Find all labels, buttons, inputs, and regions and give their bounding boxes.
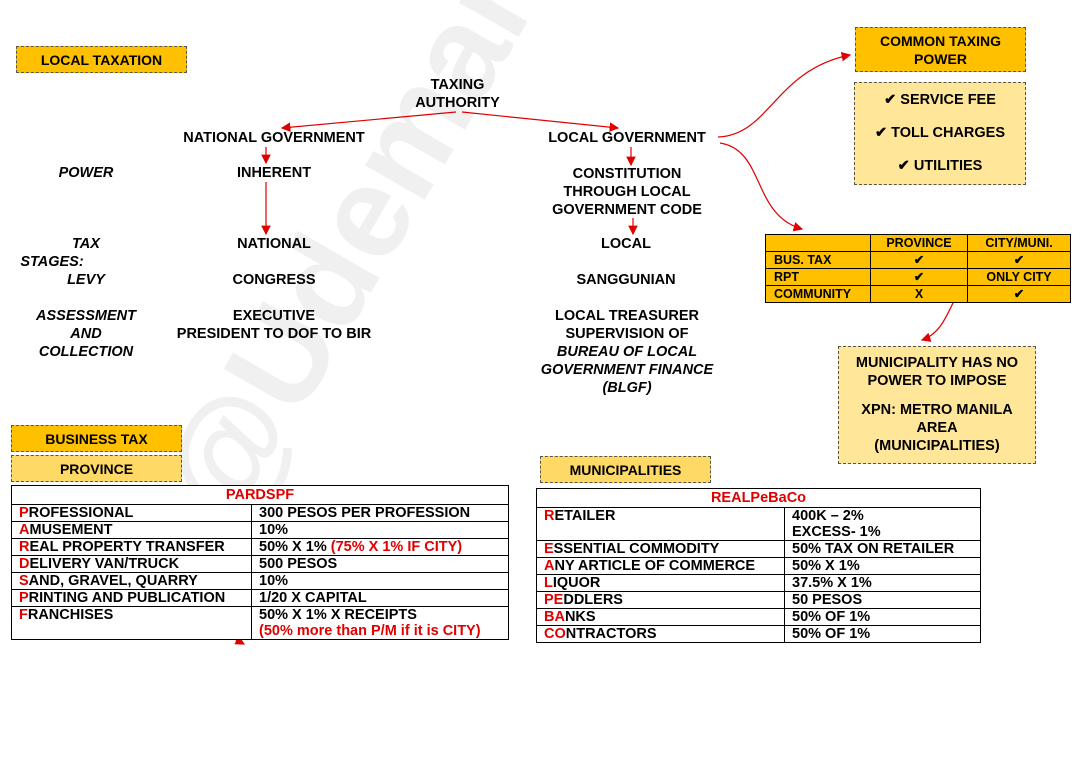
table-cell-value: 400K – 2%EXCESS- 1% (784, 507, 981, 541)
table-row: BANKS 50% OF 1% (536, 608, 981, 626)
grid-cell: ✔ (870, 251, 968, 269)
grid-header-row: PROVINCE CITY/MUNI. (765, 234, 1071, 252)
municipality-note-box: MUNICIPALITY HAS NO POWER TO IMPOSE XPN:… (838, 346, 1036, 464)
municipality-note-line1: MUNICIPALITY HAS NO POWER TO IMPOSE (855, 355, 1019, 389)
local-taxation-title: LOCAL TAXATION (16, 46, 187, 73)
province-label: PROVINCE (11, 455, 182, 482)
business-tax-title: BUSINESS TAX (11, 425, 182, 452)
grid-row-label: BUS. TAX (765, 251, 871, 269)
table-row: ESSENTIAL COMMODITY 50% TAX ON RETAILER (536, 540, 981, 558)
grid-cell: ONLY CITY (967, 268, 1071, 286)
table-cell-value: 10% (251, 521, 509, 539)
table-cell-label: PROFESSIONAL (11, 504, 252, 522)
row-label-levy: LEVY (67, 272, 105, 288)
local-assessment-line-1: LOCAL TREASURER (555, 308, 699, 324)
table-row: ANY ARTICLE OF COMMERCE 50% X 1% (536, 557, 981, 575)
row-label-tax: TAX (72, 236, 100, 252)
province-table-header: PARDSPF (11, 485, 509, 505)
table-cell-label: RETAILER (536, 507, 785, 541)
table-cell-value: 50% X 1% (75% X 1% IF CITY) (251, 538, 509, 556)
table-cell-value: 37.5% X 1% (784, 574, 981, 592)
table-cell-label: AMUSEMENT (11, 521, 252, 539)
row-label-stages: STAGES: (20, 254, 84, 270)
grid-cell: ✔ (870, 268, 968, 286)
national-power: INHERENT (236, 165, 312, 181)
table-cell-label: PEDDLERS (536, 591, 785, 609)
grid-row: BUS. TAX ✔ ✔ (765, 251, 1071, 269)
table-cell-value: 10% (251, 572, 509, 590)
national-levy: CONGRESS (232, 272, 316, 288)
table-row: RETAILER 400K – 2%EXCESS- 1% (536, 507, 981, 541)
table-row: LIQUOR 37.5% X 1% (536, 574, 981, 592)
taxing-authority-label: TAXING AUTHORITY (415, 77, 500, 111)
table-row: CONTRACTORS 50% OF 1% (536, 625, 981, 643)
national-assessment: EXECUTIVE PRESIDENT TO DOF TO BIR (176, 308, 372, 342)
table-cell-value: 300 PESOS PER PROFESSION (251, 504, 509, 522)
table-row: DELIVERY VAN/TRUCK 500 PESOS (11, 555, 509, 573)
table-cell-value: 50 PESOS (784, 591, 981, 609)
grid-row: COMMUNITY X ✔ (765, 285, 1071, 303)
local-levy: SANGGUNIAN (576, 272, 676, 288)
national-stage: NATIONAL (237, 236, 311, 252)
grid-row-label: COMMUNITY (765, 285, 871, 303)
table-row: PEDDLERS 50 PESOS (536, 591, 981, 609)
taxing-power-grid: PROVINCE CITY/MUNI. BUS. TAX ✔ ✔ RPT ✔ O… (765, 234, 1071, 303)
arrow-local-grid (719, 142, 804, 232)
common-item-service-fee: ✔ SERVICE FEE (884, 92, 996, 108)
local-stage: LOCAL (601, 236, 651, 252)
table-cell-value: 50% OF 1% (784, 608, 981, 626)
table-cell-value: 500 PESOS (251, 555, 509, 573)
table-cell-label: FRANCHISES (11, 606, 252, 640)
table-cell-label: ESSENTIAL COMMODITY (536, 540, 785, 558)
local-power: CONSTITUTION THROUGH LOCAL GOVERNMENT CO… (552, 166, 702, 218)
common-taxing-items-box: ✔ SERVICE FEE ✔ TOLL CHARGES ✔ UTILITIES (854, 82, 1026, 185)
table-cell-label: BANKS (536, 608, 785, 626)
table-cell-value: 50% OF 1% (784, 625, 981, 643)
table-cell-label: SAND, GRAVEL, QUARRY (11, 572, 252, 590)
grid-header-city: CITY/MUNI. (967, 234, 1071, 252)
table-row: PRINTING AND PUBLICATION 1/20 X CAPITAL (11, 589, 509, 607)
local-government-heading: LOCAL GOVERNMENT (548, 130, 706, 146)
grid-cell: ✔ (967, 285, 1071, 303)
table-row: AMUSEMENT 10% (11, 521, 509, 539)
table-cell-value: 50% TAX ON RETAILER (784, 540, 981, 558)
arrow-authority-national (280, 111, 457, 133)
row-label-assessment: ASSESSMENT AND COLLECTION (36, 308, 136, 360)
table-row: SAND, GRAVEL, QUARRY 10% (11, 572, 509, 590)
grid-header-blank (765, 234, 871, 252)
arrow-local-common (717, 51, 852, 138)
table-cell-label: ANY ARTICLE OF COMMERCE (536, 557, 785, 575)
table-cell-label: CONTRACTORS (536, 625, 785, 643)
table-row: FRANCHISES 50% X 1% X RECEIPTS(50% more … (11, 606, 509, 640)
common-item-utilities: ✔ UTILITIES (897, 158, 983, 174)
grid-row: RPT ✔ ONLY CITY (765, 268, 1071, 286)
municipalities-label: MUNICIPALITIES (540, 456, 711, 483)
grid-cell: X (870, 285, 968, 303)
grid-header-province: PROVINCE (870, 234, 968, 252)
table-cell-label: REAL PROPERTY TRANSFER (11, 538, 252, 556)
table-cell-value: 1/20 X CAPITAL (251, 589, 509, 607)
table-cell-label: PRINTING AND PUBLICATION (11, 589, 252, 607)
table-cell-label: DELIVERY VAN/TRUCK (11, 555, 252, 573)
national-government-heading: NATIONAL GOVERNMENT (183, 130, 365, 146)
grid-row-label: RPT (765, 268, 871, 286)
local-assessment-blgf: BUREAU OF LOCAL GOVERNMENT FINANCE (BLGF… (540, 344, 714, 396)
arrow-authority-local (461, 111, 620, 132)
municipal-tax-table: REALPeBaCo RETAILER 400K – 2%EXCESS- 1% … (536, 488, 981, 643)
table-cell-value: 50% X 1% X RECEIPTS(50% more than P/M if… (251, 606, 509, 640)
local-assessment-line-2: SUPERVISION OF (565, 326, 689, 342)
table-row: REAL PROPERTY TRANSFER 50% X 1% (75% X 1… (11, 538, 509, 556)
table-cell-value: 50% X 1% (784, 557, 981, 575)
table-row: PROFESSIONAL 300 PESOS PER PROFESSION (11, 504, 509, 522)
common-taxing-power-title: COMMON TAXING POWER (855, 27, 1026, 72)
grid-cell: ✔ (967, 251, 1071, 269)
municipal-table-header: REALPeBaCo (536, 488, 981, 508)
province-tax-table: PARDSPF PROFESSIONAL 300 PESOS PER PROFE… (11, 485, 509, 640)
table-cell-label: LIQUOR (536, 574, 785, 592)
common-item-toll-charges: ✔ TOLL CHARGES (874, 125, 1006, 141)
row-label-power: POWER (58, 165, 114, 181)
municipality-note-line2: XPN: METRO MANILA AREA (MUNICIPALITIES) (861, 402, 1013, 454)
